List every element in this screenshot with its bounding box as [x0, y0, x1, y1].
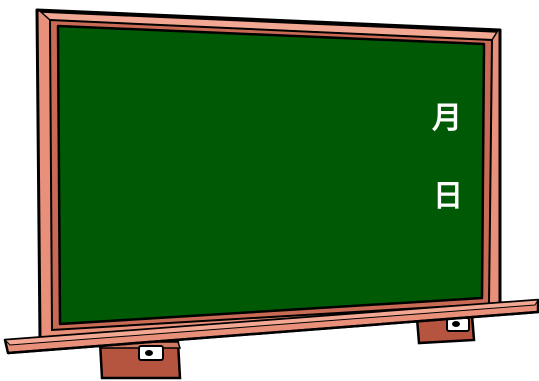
left-stand	[98, 340, 182, 380]
month-label: 月	[432, 101, 462, 136]
day-label: 日	[433, 179, 463, 214]
chalkboard-surface	[56, 24, 486, 326]
chalk-ledge	[3, 298, 539, 355]
